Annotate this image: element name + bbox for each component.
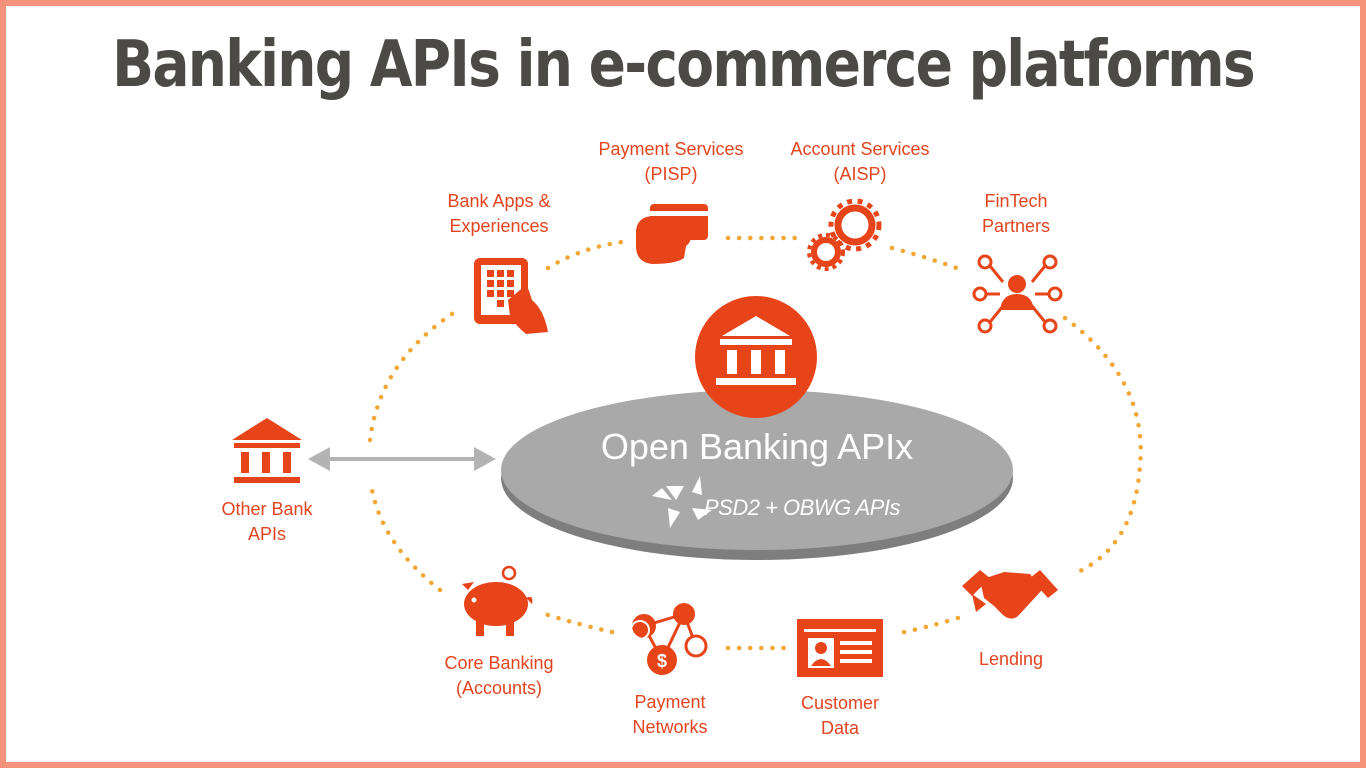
payment-services-label: Payment Services (PISP) — [598, 139, 744, 184]
other-bank-apis-label: Other Bank APIs — [221, 499, 313, 544]
platform-ellipse — [501, 390, 1013, 560]
tablet-hand-icon — [474, 258, 548, 334]
handshake-icon — [962, 570, 1058, 619]
customer-data-label: Customer Data — [800, 693, 880, 738]
bank-apps-label: Bank Apps & Experiences — [447, 191, 551, 236]
dollar-network-icon: $ — [630, 603, 708, 675]
id-card-icon — [797, 619, 883, 677]
hub-bank-icon — [695, 296, 817, 418]
payment-card-icon — [636, 204, 708, 264]
ecosystem-ring — [367, 235, 1143, 651]
account-services-label: Account Services (AISP) — [790, 139, 930, 184]
two-way-arrow — [308, 447, 496, 471]
hub-title: Open Banking APIx — [600, 426, 914, 467]
fintech-partners-label: FinTech Partners — [981, 191, 1051, 236]
lending-label: Lending — [978, 649, 1044, 669]
hub-subtitle: PSD2 + OBWG APIs — [704, 495, 900, 520]
slide-title: Banking APIs in e-commerce platforms — [112, 28, 1255, 102]
bank-icon — [232, 418, 302, 483]
piggy-bank-icon — [462, 565, 533, 636]
payment-networks-label: Payment Networks — [632, 692, 708, 737]
svg-text:$: $ — [657, 651, 667, 671]
gears-icon — [807, 198, 882, 271]
core-banking-label: Core Banking (Accounts) — [444, 653, 554, 698]
psd2-logo-icon — [652, 476, 712, 528]
network-person-icon — [972, 254, 1063, 334]
